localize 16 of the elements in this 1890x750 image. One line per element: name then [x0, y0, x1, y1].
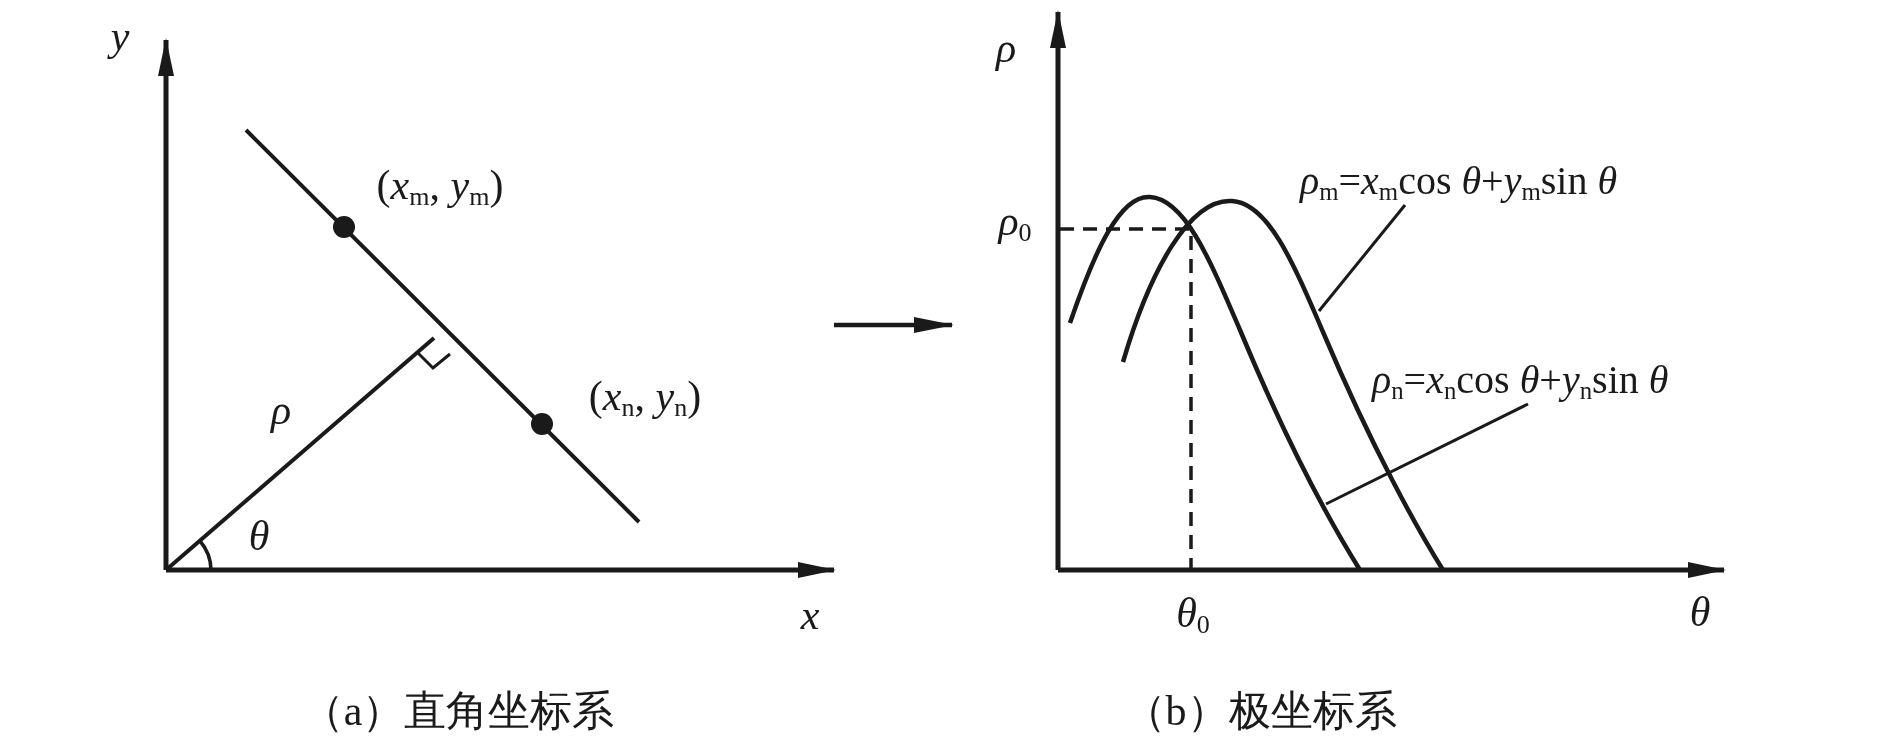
axis-label: x [800, 594, 820, 636]
equation-label: ρ$_{n}$=x$_{n}$cos θ+y$_{n}$sin θ [1372, 356, 1812, 404]
arrow [834, 317, 954, 333]
panel-label: （a）直角坐标系 [301, 690, 615, 732]
panel-label: （b）极坐标系 [1123, 690, 1397, 732]
axis-label: ρ [270, 389, 292, 431]
equation-label: ρ$_{m}$=x$_{m}$cos θ+y$_{m}$sin θ [1300, 157, 1770, 205]
point-label: (x$_{n}$, y$_{n}$) [588, 374, 702, 422]
point-label: (x$_{m}$, y$_{m}$) [376, 163, 504, 211]
leader-line [1317, 204, 1407, 312]
point-label: ρ$_{0}$ [998, 199, 1032, 247]
axis-label: θ [248, 515, 270, 557]
point-label: θ$_{0}$ [1176, 591, 1210, 639]
axis-label: ρ [995, 27, 1017, 69]
leader-line [1325, 402, 1529, 506]
axis-label: θ [1689, 591, 1711, 633]
